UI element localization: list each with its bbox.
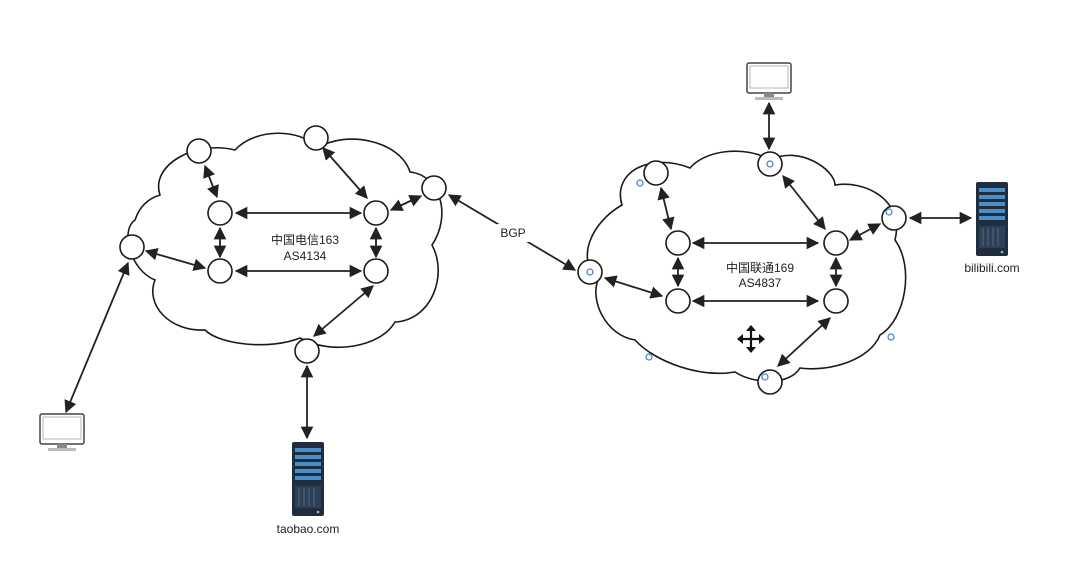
unicom-name: 中国联通169 <box>726 260 794 275</box>
router-node <box>363 258 389 284</box>
move-icon[interactable] <box>737 325 765 353</box>
router-node <box>207 258 233 284</box>
router-node <box>881 205 907 231</box>
router-node <box>186 138 212 164</box>
router-node <box>303 125 329 151</box>
link <box>848 223 882 241</box>
link <box>322 147 368 199</box>
router-node <box>119 234 145 260</box>
link <box>603 275 664 299</box>
selection-handle[interactable] <box>761 373 769 381</box>
link <box>657 186 675 231</box>
server-icon <box>292 442 324 516</box>
router-node <box>207 200 233 226</box>
monitor-icon <box>746 62 792 100</box>
server-icon <box>976 182 1008 256</box>
selection-handle[interactable] <box>586 268 594 276</box>
router-node <box>757 369 783 395</box>
router-node <box>823 230 849 256</box>
link <box>313 285 374 337</box>
selection-handle[interactable] <box>885 208 893 216</box>
selection-handle[interactable] <box>645 353 653 361</box>
link <box>777 317 831 367</box>
router-node <box>363 200 389 226</box>
bgp-label-bg <box>497 224 529 242</box>
link <box>144 248 207 271</box>
bilibili-label: bilibili.com <box>964 261 1019 275</box>
router-node <box>643 160 669 186</box>
link <box>782 175 826 230</box>
telecom-name: 中国电信163 <box>271 232 339 247</box>
router-node <box>294 338 320 364</box>
taobao-label: taobao.com <box>277 522 340 536</box>
link-pc-left <box>64 261 130 414</box>
link <box>389 195 423 211</box>
selection-handle[interactable] <box>636 179 644 187</box>
selection-handle[interactable] <box>887 333 895 341</box>
unicom-as: AS4837 <box>739 276 782 290</box>
link <box>203 164 219 199</box>
router-node <box>665 288 691 314</box>
selection-handle[interactable] <box>766 160 774 168</box>
router-node <box>421 175 447 201</box>
router-node <box>823 288 849 314</box>
telecom-as: AS4134 <box>284 249 327 263</box>
bgp-label: BGP <box>500 226 525 240</box>
router-node <box>665 230 691 256</box>
monitor-icon <box>39 413 85 451</box>
